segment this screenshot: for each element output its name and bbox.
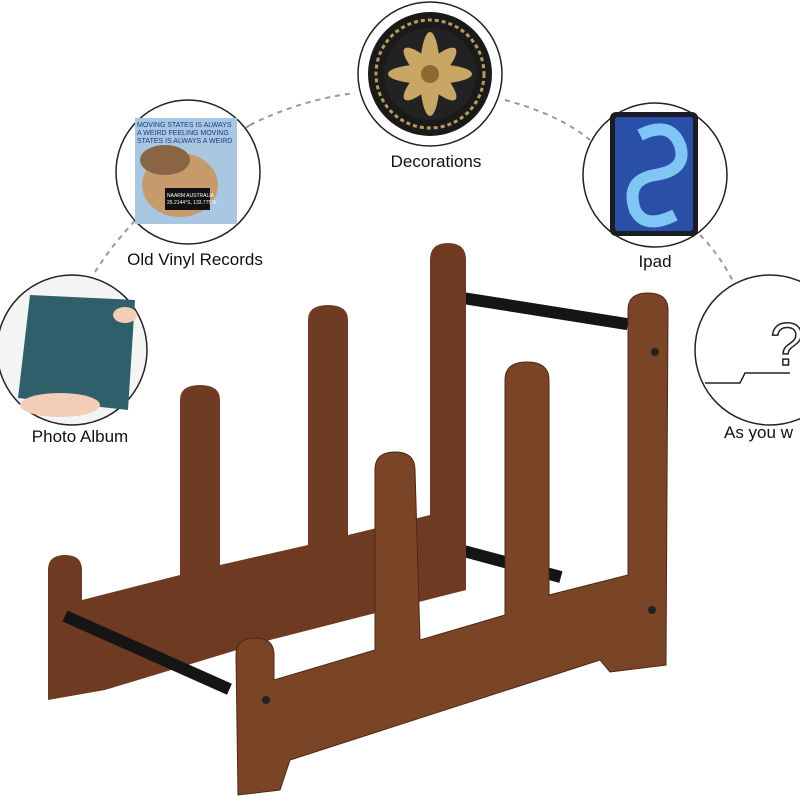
decorations-icon bbox=[357, 1, 503, 147]
ipad-icon bbox=[582, 102, 728, 248]
rod bbox=[449, 290, 629, 331]
question-mark-icon: ? bbox=[694, 274, 800, 426]
svg-text:?: ? bbox=[770, 311, 800, 378]
wooden-rack bbox=[48, 243, 669, 796]
label-decorations: Decorations bbox=[390, 152, 482, 171]
label-old-vinyl-records: Old Vinyl Records bbox=[127, 250, 263, 269]
svg-text:NAARM AUSTRALIA: NAARM AUSTRALIA bbox=[167, 193, 215, 199]
photo-album-icon bbox=[0, 274, 148, 426]
label-photo-album: Photo Album bbox=[31, 427, 129, 446]
rod bbox=[62, 610, 232, 695]
svg-text:A WEIRD FEELING MOVING: A WEIRD FEELING MOVING bbox=[137, 130, 229, 137]
label-as-you-wish: As you w bbox=[724, 423, 793, 442]
svg-text:MOVING STATES IS ALWAYS: MOVING STATES IS ALWAYS bbox=[137, 122, 232, 129]
svg-text:STATES IS ALWAYS A WEIRD: STATES IS ALWAYS A WEIRD bbox=[137, 138, 232, 145]
vinyl-record-icon: MOVING STATES IS ALWAYS A WEIRD FEELING … bbox=[115, 99, 261, 245]
svg-text:25.2144°S, 133.775°E: 25.2144°S, 133.775°E bbox=[167, 200, 217, 206]
label-ipad: Ipad bbox=[638, 252, 672, 271]
